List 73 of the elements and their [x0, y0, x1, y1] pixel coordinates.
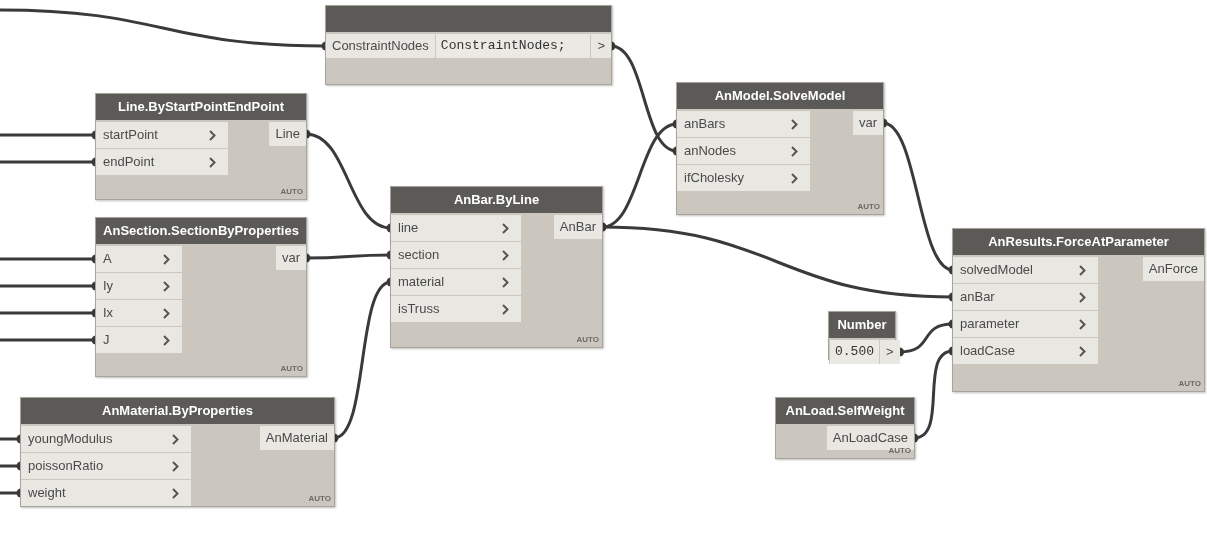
auto-tag: AUTO	[280, 364, 303, 374]
input-port	[96, 300, 182, 326]
node-block	[390, 186, 603, 348]
output-port: Line	[269, 122, 306, 146]
node-title: AnMaterial.ByProperties	[21, 398, 334, 424]
port-label: solvedModel	[960, 261, 1033, 280]
port-label: ifCholesky	[684, 169, 744, 188]
port-label: section	[398, 246, 440, 265]
input-port	[391, 242, 521, 268]
input-port	[21, 480, 191, 506]
input-port	[953, 338, 1098, 364]
node-block	[952, 228, 1205, 392]
input-port	[391, 269, 521, 295]
port-label: J	[103, 331, 110, 350]
output-port: AnForce	[1142, 257, 1204, 281]
port-label: anBars	[684, 115, 726, 134]
node-title: AnBar.ByLine	[391, 187, 602, 213]
port-label: A	[103, 250, 112, 269]
node-block	[95, 217, 307, 377]
port-label: material	[398, 273, 445, 292]
input-port	[677, 165, 810, 191]
auto-tag: AUTO	[857, 202, 880, 212]
input-port	[96, 122, 228, 148]
auto-tag: AUTO	[308, 494, 331, 504]
node-block	[325, 5, 612, 85]
input-port	[953, 311, 1098, 337]
input-port	[677, 138, 810, 164]
port-label: anNodes	[684, 142, 737, 161]
port-label: weight	[28, 484, 66, 503]
input-port	[953, 284, 1098, 310]
port-label: line	[398, 219, 419, 238]
input-port	[96, 246, 182, 272]
node-block	[95, 93, 307, 200]
node-title: AnSection.SectionByProperties	[96, 218, 306, 244]
input-port	[21, 426, 191, 452]
node-block	[20, 397, 335, 507]
node-title: AnModel.SolveModel	[677, 83, 883, 109]
port-label: Iy	[103, 277, 114, 296]
port-label: parameter	[960, 315, 1020, 334]
input-port	[391, 215, 521, 241]
port-label: startPoint	[103, 126, 158, 145]
node-block	[676, 82, 884, 215]
input-port	[677, 111, 810, 137]
output-port: AnMaterial	[259, 426, 334, 450]
port-label: loadCase	[960, 342, 1015, 361]
output-port: var	[852, 111, 883, 135]
node-title: AnResults.ForceAtParameter	[953, 229, 1204, 255]
output-port: >	[880, 340, 900, 364]
port-label: poissonRatio	[28, 457, 104, 476]
output-port: >	[591, 34, 611, 58]
auto-tag: AUTO	[576, 335, 599, 345]
port-label: youngModulus	[28, 430, 113, 449]
node-title: AnLoad.SelfWeight	[776, 398, 914, 424]
node-title: Number	[829, 312, 895, 338]
input-port	[953, 257, 1098, 283]
output-port: AnBar	[553, 215, 602, 239]
auto-tag: AUTO	[280, 187, 303, 197]
node-title: Line.ByStartPointEndPoint	[96, 94, 306, 120]
output-port: var	[275, 246, 306, 270]
code-field: 0.500	[829, 340, 880, 364]
port-label: anBar	[960, 288, 995, 307]
input-port	[96, 149, 228, 175]
input-port	[391, 296, 521, 322]
input-port	[96, 273, 182, 299]
node-block	[775, 397, 915, 459]
port-label: isTruss	[398, 300, 440, 319]
auto-tag: AUTO	[1178, 379, 1201, 389]
code-field: ConstraintNodes;	[434, 34, 592, 58]
input-port: ConstraintNodes	[326, 34, 435, 58]
port-label: endPoint	[103, 153, 155, 172]
input-port	[21, 453, 191, 479]
input-port	[96, 327, 182, 353]
port-label: Ix	[103, 304, 114, 323]
